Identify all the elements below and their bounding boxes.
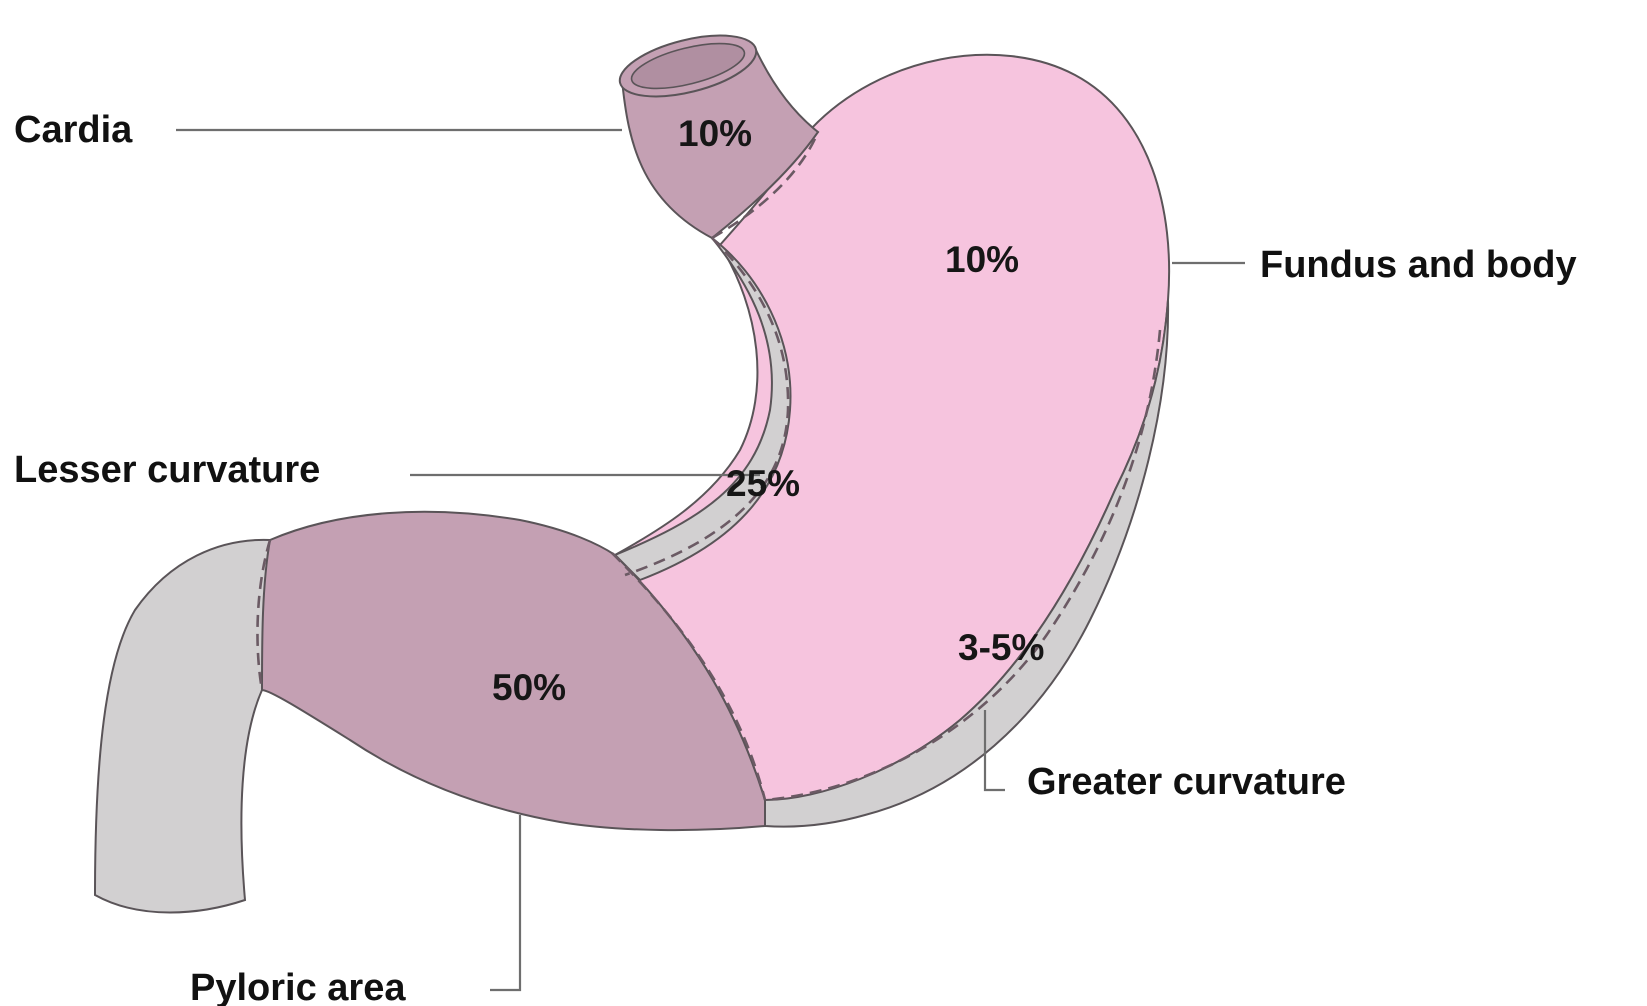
cardia-percent: 10% [678, 113, 752, 154]
lesser-curvature-percent: 25% [726, 463, 800, 504]
pyloric-area-label: Pyloric area [190, 967, 406, 1006]
duodenum-shape [95, 540, 270, 913]
fundus-body-label: Fundus and body [1260, 244, 1577, 286]
greater-curvature-percent: 3-5% [958, 627, 1044, 668]
fundus-body-percent: 10% [945, 239, 1019, 280]
pyloric-area-leader-line [490, 815, 520, 990]
greater-curvature-label: Greater curvature [1027, 761, 1346, 803]
lesser-curvature-label: Lesser curvature [14, 449, 320, 491]
pyloric-area-percent: 50% [492, 667, 566, 708]
cardia-label: Cardia [14, 109, 133, 151]
